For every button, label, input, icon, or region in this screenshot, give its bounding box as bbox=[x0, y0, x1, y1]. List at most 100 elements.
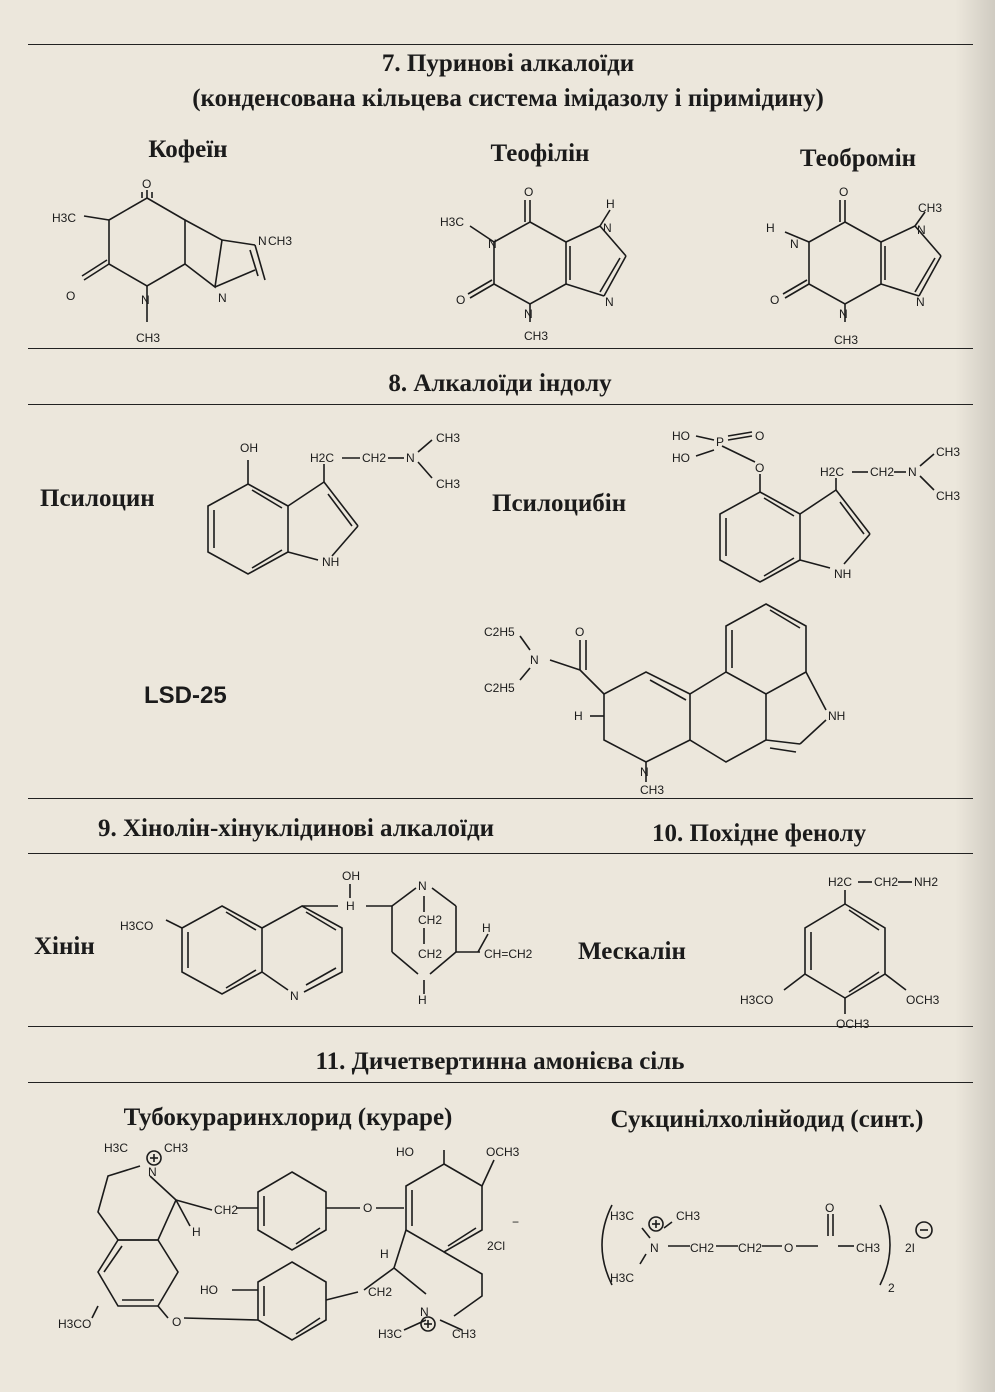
atom-label: OCH3 bbox=[906, 993, 940, 1007]
atom-label: O bbox=[142, 177, 151, 191]
atom-label: N bbox=[839, 307, 848, 321]
atom-label: H3CO bbox=[120, 919, 153, 933]
atom-label: H bbox=[346, 899, 355, 913]
atom-label: CH2 bbox=[738, 1241, 762, 1255]
atom-label: O bbox=[839, 185, 848, 199]
atom-label: O bbox=[770, 293, 779, 307]
atom-label: NH2 bbox=[914, 875, 938, 889]
atom-label: CH2 bbox=[870, 465, 894, 479]
atom-label: NH bbox=[834, 567, 851, 581]
atom-label: N bbox=[908, 465, 917, 479]
name-theophylline: Теофілін bbox=[490, 140, 590, 167]
atom-label: O bbox=[755, 429, 764, 443]
atom-label: O bbox=[575, 625, 584, 639]
name-quinine: Хінін bbox=[34, 933, 95, 960]
atom-label: H bbox=[766, 221, 775, 235]
atom-label: H3C bbox=[610, 1209, 634, 1223]
atom-label: N bbox=[148, 1165, 157, 1179]
atom-label: H3C bbox=[440, 215, 464, 229]
divider bbox=[28, 404, 973, 405]
atom-label: N bbox=[258, 234, 267, 248]
atom-label: CH3 bbox=[834, 333, 858, 347]
atom-label: H3C bbox=[378, 1327, 402, 1341]
name-theobromine: Теобромін bbox=[799, 145, 917, 172]
section-7-subtitle: (конденсована кільцева система імідазолу… bbox=[192, 85, 824, 112]
atom-label: H2C bbox=[820, 465, 844, 479]
divider bbox=[28, 348, 973, 349]
atom-label: CH2 bbox=[368, 1285, 392, 1299]
atom-label: CH3 bbox=[452, 1327, 476, 1341]
atom-label: C2H5 bbox=[484, 625, 515, 639]
atom-label: H2C bbox=[828, 875, 852, 889]
atom-label: CH3 bbox=[640, 783, 664, 797]
section-9-title: 9. Хінолін-хінуклідинові алкалоїди bbox=[98, 815, 495, 842]
atom-label: N bbox=[530, 653, 539, 667]
atom-label: CH2 bbox=[690, 1241, 714, 1255]
atom-label: CH3 bbox=[268, 234, 292, 248]
atom-label: O bbox=[784, 1241, 793, 1255]
name-mescaline: Мескалін bbox=[578, 938, 686, 965]
atom-label: N bbox=[406, 451, 415, 465]
atom-label: O bbox=[456, 293, 465, 307]
atom-label: 2Cl bbox=[487, 1239, 505, 1253]
atom-label: H bbox=[606, 197, 615, 211]
atom-label: N bbox=[603, 221, 612, 235]
divider bbox=[28, 798, 973, 799]
atom-label: N bbox=[650, 1241, 659, 1255]
section-11-title: 11. Дичетвертинна амонієва сіль bbox=[315, 1048, 685, 1075]
atom-label: H bbox=[482, 921, 491, 935]
atom-label: N bbox=[218, 291, 227, 305]
atom-label: CH3 bbox=[136, 331, 160, 345]
atom-label: CH2 bbox=[362, 451, 386, 465]
atom-label: O bbox=[363, 1201, 372, 1215]
atom-label: OCH3 bbox=[836, 1017, 870, 1031]
name-lsd: LSD-25 bbox=[144, 682, 227, 709]
atom-label: H bbox=[380, 1247, 389, 1261]
atom-label: HO bbox=[672, 451, 690, 465]
section-10-title: 10. Похідне фенолу bbox=[652, 820, 867, 847]
atom-label: OH bbox=[342, 869, 360, 883]
atom-label: N bbox=[524, 307, 533, 321]
atom-label: N bbox=[141, 293, 150, 307]
divider bbox=[28, 1026, 973, 1027]
atom-label: CH3 bbox=[436, 431, 460, 445]
atom-label: N bbox=[640, 765, 649, 779]
atom-label: H2C bbox=[310, 451, 334, 465]
atom-label: CH2 bbox=[874, 875, 898, 889]
atom-label: N bbox=[488, 237, 497, 251]
name-psilocybin: Псилоцибін bbox=[492, 490, 627, 517]
atom-label: CH2 bbox=[418, 947, 442, 961]
section-7-title: 7. Пуринові алкалоїди bbox=[381, 50, 635, 77]
atom-label: O bbox=[524, 185, 533, 199]
atom-label: 2I bbox=[905, 1241, 915, 1255]
atom-label: − bbox=[512, 1215, 519, 1229]
atom-label: C2H5 bbox=[484, 681, 515, 695]
atom-label: OH bbox=[240, 441, 258, 455]
atom-label: N bbox=[420, 1305, 429, 1319]
atom-label: 2 bbox=[888, 1281, 895, 1295]
atom-label: N bbox=[790, 237, 799, 251]
atom-label: CH2 bbox=[214, 1203, 238, 1217]
atom-label: H3CO bbox=[740, 993, 773, 1007]
atom-label: N bbox=[418, 879, 427, 893]
atom-label: CH3 bbox=[936, 445, 960, 459]
atom-label: CH=CH2 bbox=[484, 947, 533, 961]
name-tubocurarine: Тубокураринхлорид (кураре) bbox=[123, 1104, 453, 1131]
atom-label: HO bbox=[396, 1145, 414, 1159]
atom-label: HO bbox=[672, 429, 690, 443]
atom-label: H3C bbox=[610, 1271, 634, 1285]
atom-label: H bbox=[574, 709, 583, 723]
atom-label: H3CO bbox=[58, 1317, 91, 1331]
atom-label: CH3 bbox=[676, 1209, 700, 1223]
atom-label: OCH3 bbox=[486, 1145, 520, 1159]
atom-label: N bbox=[605, 295, 614, 309]
atom-label: CH3 bbox=[164, 1141, 188, 1155]
name-succinylcholine: Сукцинілхолінйодид (синт.) bbox=[610, 1106, 924, 1133]
